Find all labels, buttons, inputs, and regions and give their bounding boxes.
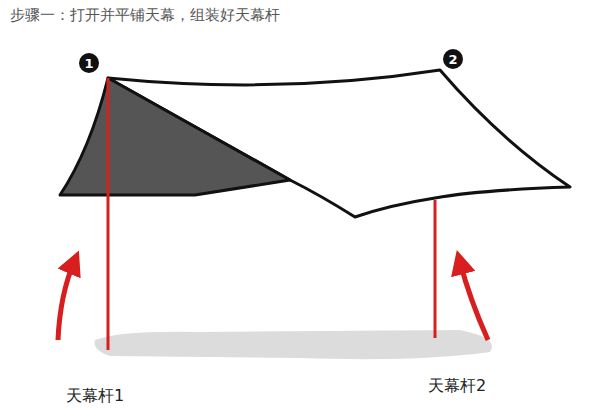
- tarp-flap: [60, 78, 290, 195]
- pole-label: 天幕杆1: [66, 386, 124, 407]
- tarp-pole: [434, 200, 437, 338]
- callout-text: 1: [84, 56, 93, 71]
- pole-label: 天幕杆2: [428, 376, 486, 397]
- callout-number: 2: [443, 49, 463, 69]
- callout-text: 2: [448, 52, 457, 67]
- step-title: 步骤一：打开并平铺天幕，组装好天幕杆: [10, 6, 280, 25]
- raise-arrow: [460, 262, 488, 340]
- callout-number: 1: [79, 53, 99, 73]
- ground-shadow: [95, 330, 492, 359]
- tarp-pole: [107, 78, 110, 350]
- raise-arrow: [58, 262, 74, 340]
